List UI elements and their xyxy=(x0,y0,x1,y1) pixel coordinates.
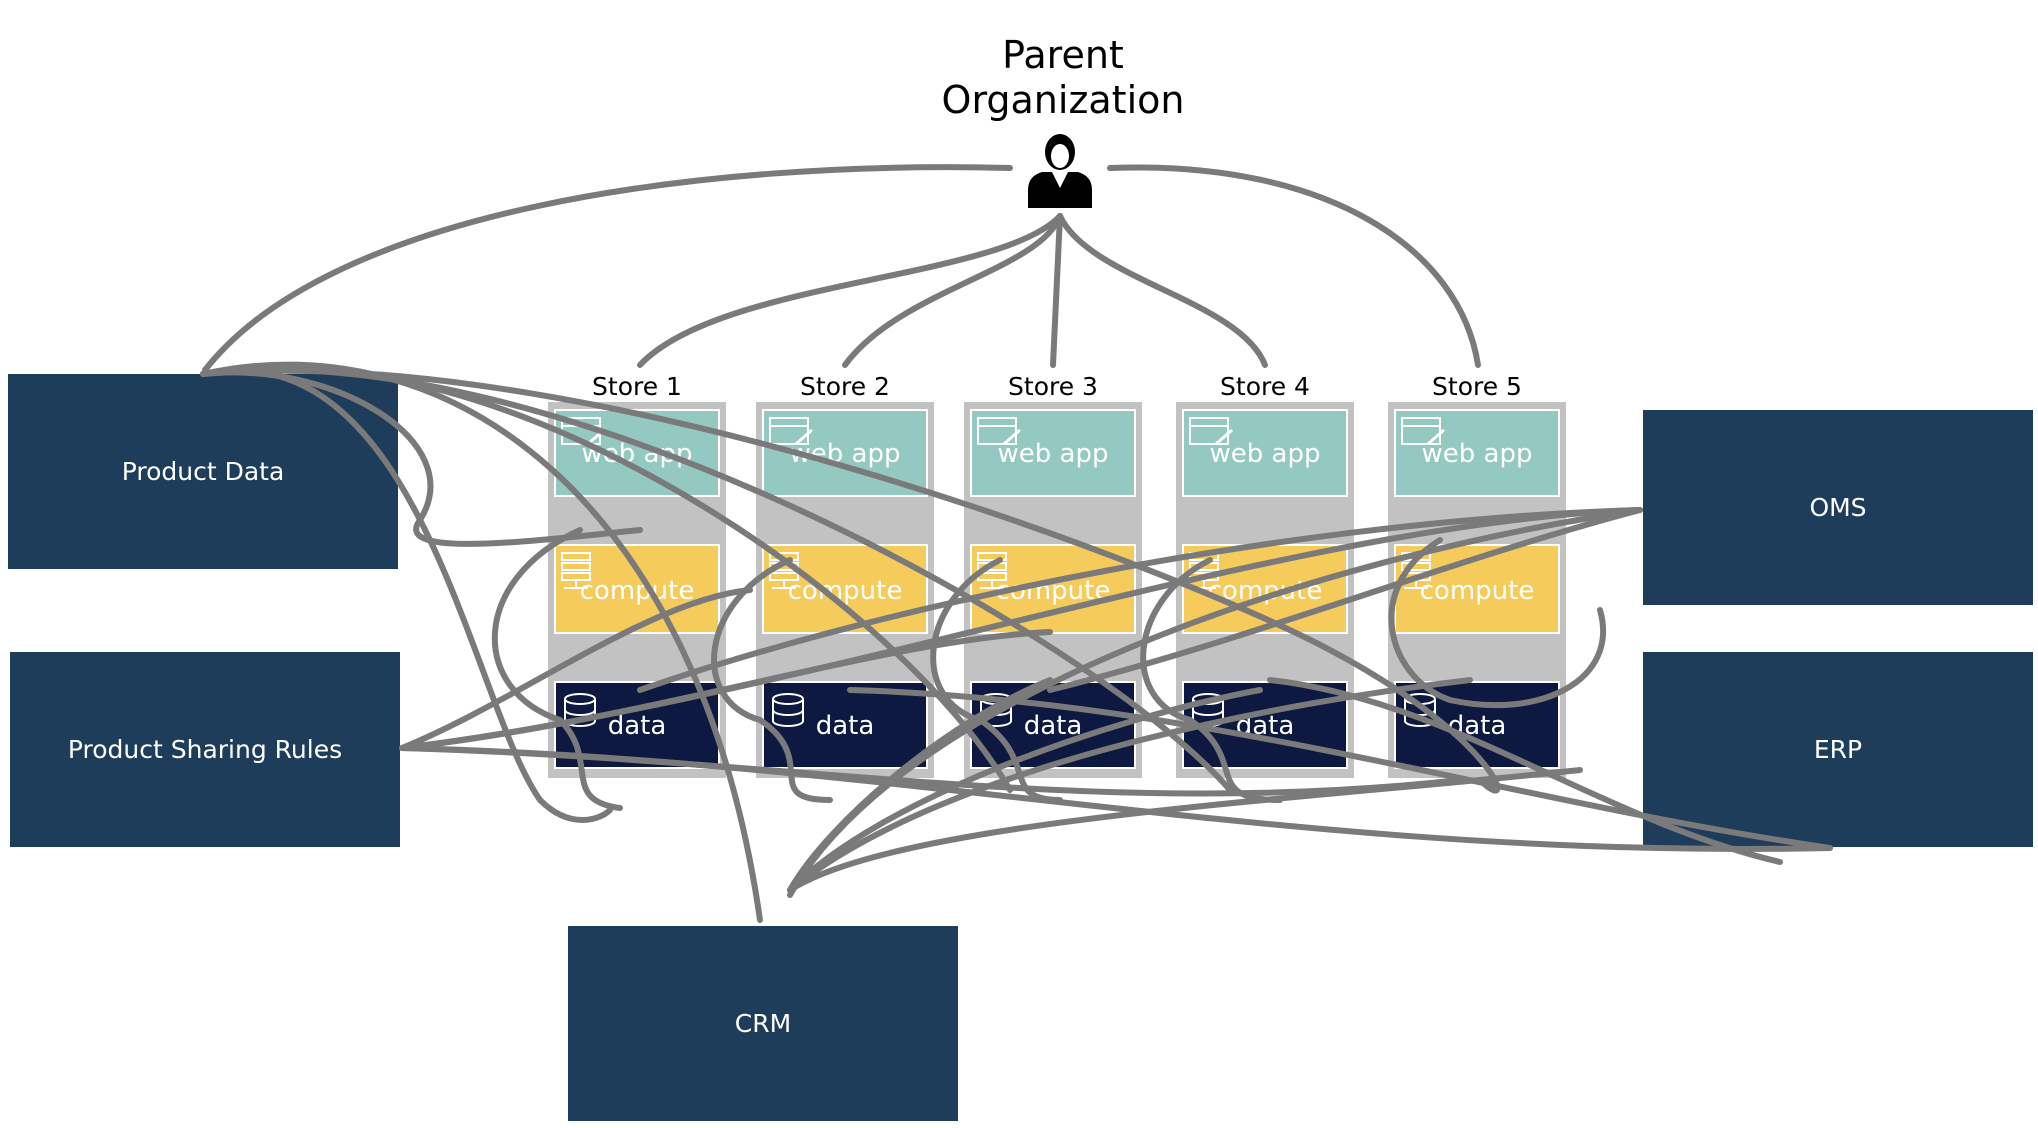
store-4-web-label: web app xyxy=(1210,439,1321,469)
store-2-data-label: data xyxy=(816,711,875,741)
arrow-store-1-loop xyxy=(491,527,623,811)
parent-organization: Parent Organization xyxy=(942,33,1185,208)
store-2-label: Store 2 xyxy=(800,372,890,401)
arrow-store-4-to-erp xyxy=(1267,677,1783,865)
arrow-sharing-rules-to-compute-3 xyxy=(399,629,1053,751)
arrow-parent-to-store-4 xyxy=(1057,213,1268,368)
arrow-store-5-loop xyxy=(1388,537,1606,709)
arrow-sharing-rules-to-compute-2 xyxy=(399,587,753,751)
arrow-store-2-loop xyxy=(711,557,833,803)
arrow-erp-to-crm xyxy=(787,767,1583,893)
store-3-data-label: data xyxy=(1024,711,1083,741)
store-1: Store 1 web app compute data xyxy=(548,372,726,778)
store-3-web-label: web app xyxy=(998,439,1109,469)
title-line-2: Organization xyxy=(942,78,1185,122)
store-1-label: Store 1 xyxy=(592,372,682,401)
store-1-compute-label: compute xyxy=(580,576,695,606)
arrow-parent-to-product-data xyxy=(202,164,1013,373)
arrow-parent-to-store-2 xyxy=(842,213,1063,368)
product-sharing-rules-box: Product Sharing Rules xyxy=(10,652,400,847)
connectors xyxy=(200,164,1833,923)
store-3-label: Store 3 xyxy=(1008,372,1098,401)
product-data-label: Product Data xyxy=(122,457,285,486)
browser-window-icon xyxy=(1401,417,1445,446)
title-line-1: Parent xyxy=(1002,33,1124,77)
arrow-store-5-to-crm xyxy=(787,677,1473,893)
arrow-parent-to-store-3 xyxy=(1050,213,1063,368)
erp-box: ERP xyxy=(1643,652,2033,847)
browser-window-icon xyxy=(769,417,813,446)
browser-window-icon xyxy=(977,417,1021,446)
store-5-web-label: web app xyxy=(1422,439,1533,469)
erp-label: ERP xyxy=(1814,735,1862,764)
arrow-parent-to-store-5 xyxy=(1107,164,1481,368)
oms-box: OMS xyxy=(1643,410,2033,605)
arrow-store-2-to-erp xyxy=(847,687,1833,851)
server-icon xyxy=(561,552,591,589)
database-icon xyxy=(772,693,804,727)
store-1-data-label: data xyxy=(608,711,667,741)
arrow-store-3-to-oms xyxy=(1047,507,1643,693)
crm-box: CRM xyxy=(568,926,958,1121)
arrow-parent-to-store-1 xyxy=(637,213,1063,368)
store-2-compute-label: compute xyxy=(788,576,903,606)
arrow-product-data-to-oms xyxy=(200,367,1501,794)
arrow-store-1-to-oms xyxy=(637,507,1643,693)
arrow-sharing-rules-to-store-5 xyxy=(399,745,1463,797)
arrow-store-4-loop xyxy=(1140,557,1283,803)
arrow-product-data-to-crm-1 xyxy=(200,367,613,823)
browser-window-icon xyxy=(1189,417,1233,446)
person-icon xyxy=(1028,134,1092,208)
crm-label: CRM xyxy=(735,1009,791,1038)
store-5-label: Store 5 xyxy=(1432,372,1522,401)
store-2: Store 2 web app compute data xyxy=(756,372,934,778)
store-4-label: Store 4 xyxy=(1220,372,1310,401)
arrow-store-4-to-crm xyxy=(787,687,1263,893)
product-sharing-rules-label: Product Sharing Rules xyxy=(68,735,342,764)
store-5-compute-label: compute xyxy=(1420,576,1535,606)
product-data-box: Product Data xyxy=(8,374,398,569)
oms-label: OMS xyxy=(1809,493,1866,522)
